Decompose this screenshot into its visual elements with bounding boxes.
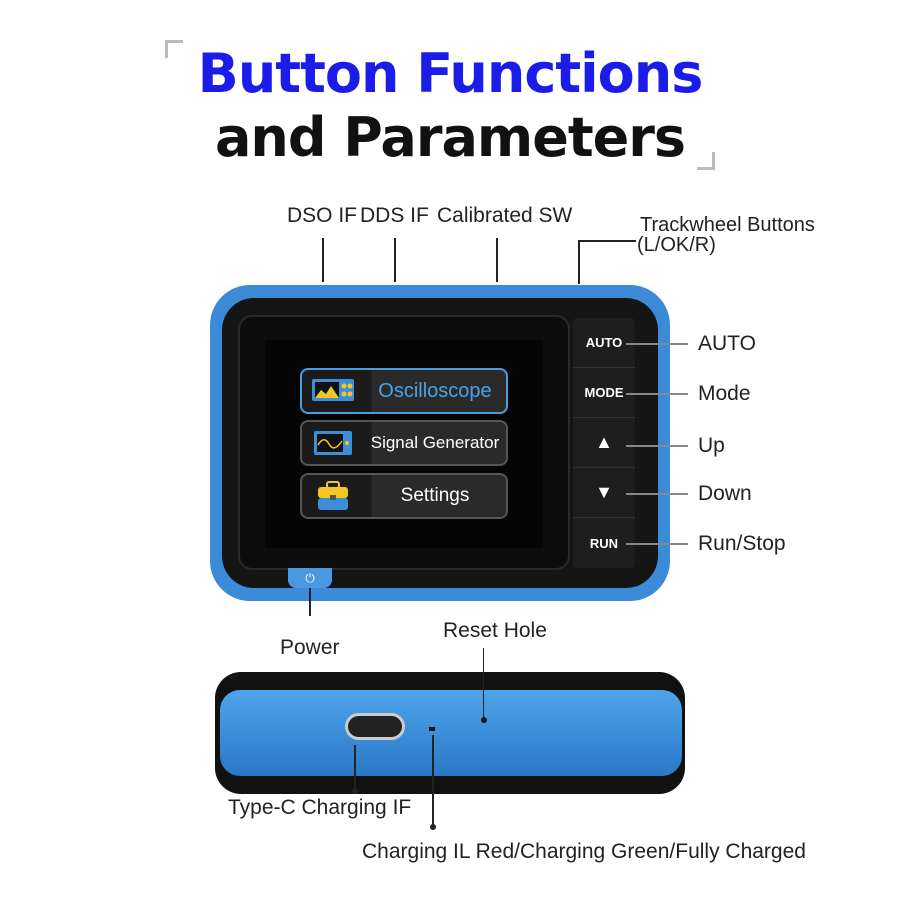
label-power: Power xyxy=(280,636,340,659)
label-up: Up xyxy=(698,434,725,457)
leader-line xyxy=(626,343,688,345)
leader-line xyxy=(578,240,580,284)
device-bottom-bumper xyxy=(220,690,682,776)
mode-button[interactable]: MODE xyxy=(573,368,635,418)
leader-line xyxy=(394,238,396,282)
leader-line xyxy=(626,493,688,495)
usb-c-port xyxy=(345,713,405,740)
run-button[interactable]: RUN xyxy=(589,535,619,551)
menu-item-settings[interactable]: Settings xyxy=(300,473,508,519)
power-button[interactable]: ⏻ xyxy=(288,568,332,588)
label-auto: AUTO xyxy=(698,332,756,355)
leader-line xyxy=(626,445,688,447)
leader-line xyxy=(483,648,484,718)
label-calibrated-sw: Calibrated SW xyxy=(437,204,573,227)
label-trackwheel-sub: (L/OK/R) xyxy=(637,234,716,256)
up-button[interactable]: ▲ xyxy=(573,418,635,468)
menu-item-signal-generator[interactable]: Signal Generator xyxy=(300,420,508,466)
label-type-c: Type-C Charging IF xyxy=(228,796,412,819)
label-dds-if: DDS IF xyxy=(360,204,429,227)
down-button[interactable]: ▼ xyxy=(573,468,635,518)
leader-line xyxy=(322,238,324,282)
leader-dot xyxy=(430,824,436,830)
toolbox-icon xyxy=(302,481,364,511)
leader-line xyxy=(354,745,356,792)
auto-button[interactable]: AUTO xyxy=(573,318,635,368)
leader-line xyxy=(432,735,434,827)
leader-line xyxy=(626,543,688,545)
reset-hole[interactable] xyxy=(481,717,487,723)
menu-item-label: Settings xyxy=(400,485,470,506)
leader-line xyxy=(309,588,311,616)
leader-line xyxy=(626,393,688,395)
menu-item-label: Signal Generator xyxy=(370,433,500,452)
power-icon: ⏻ xyxy=(305,571,315,585)
menu-item-oscilloscope[interactable]: Oscilloscope xyxy=(300,368,508,414)
label-charging-indicator: Charging IL Red/Charging Green/Fully Cha… xyxy=(362,840,806,863)
label-reset-hole: Reset Hole xyxy=(443,619,547,642)
label-trackwheel: Trackwheel Buttons xyxy=(640,214,815,236)
signal-generator-icon xyxy=(302,429,364,457)
hardware-button-column: AUTO MODE ▲ ▼ RUN xyxy=(573,318,635,568)
menu-item-label: Oscilloscope xyxy=(378,379,492,402)
oscilloscope-icon xyxy=(302,378,364,404)
title-line-1: Button Functions xyxy=(197,42,704,105)
leader-line xyxy=(496,238,498,282)
label-run-stop: Run/Stop xyxy=(698,532,786,555)
corner-bracket xyxy=(165,40,183,58)
leader-line xyxy=(578,240,636,242)
leader-dot xyxy=(352,788,358,794)
title-line-2: and Parameters xyxy=(214,106,686,169)
charging-indicator-light xyxy=(429,727,435,731)
label-mode: Mode xyxy=(698,382,751,405)
label-down: Down xyxy=(698,482,752,505)
label-dso-if: DSO IF xyxy=(287,204,358,227)
corner-bracket xyxy=(697,152,715,170)
